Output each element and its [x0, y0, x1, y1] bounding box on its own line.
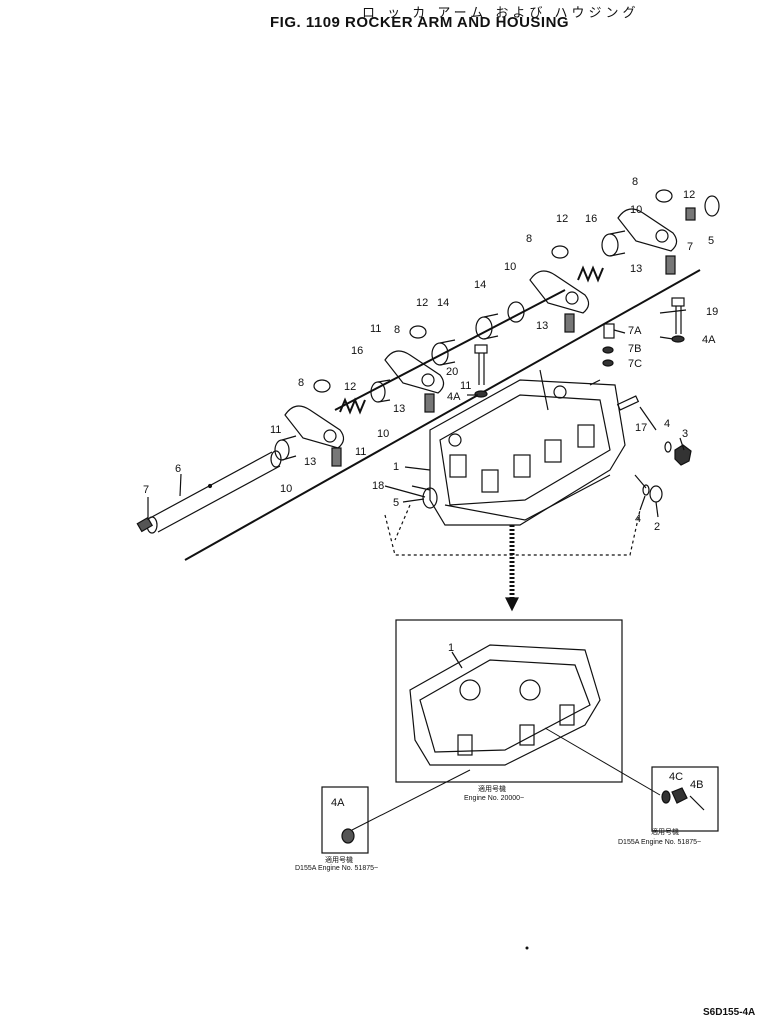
label-18: 19 [706, 306, 718, 318]
label-17: 18 [372, 480, 384, 492]
label-9b: 8 [298, 377, 304, 389]
label-10c: 10 [377, 428, 389, 440]
callout-labels: 8 12 5 7 10 16 12 8 13 10 14 19 4A 12 14… [143, 176, 718, 654]
label-20b: 4A [447, 391, 461, 403]
inset-4bc-caption-jp: 適用号機 [651, 827, 679, 836]
label-8b: 8 [394, 324, 400, 336]
label-7b-left: 7 [143, 484, 149, 496]
label-20: 4A [702, 334, 716, 346]
label-13: 13 [630, 263, 642, 275]
label-7c: 7C [628, 358, 642, 370]
inset-4a-label: 4A [331, 797, 345, 809]
label-7b: 7B [628, 343, 641, 355]
label-1b: 1 [448, 642, 454, 654]
figure-title: FIG. 1109 ROCKER ARM AND HOUSING [270, 14, 570, 31]
label-11c: 11 [270, 424, 281, 436]
inset-4a-caption-en: D155A Engine No. 51875~ [295, 865, 378, 872]
spring-left [339, 397, 366, 415]
down-arrow [505, 525, 519, 612]
label-4b: 4 [635, 513, 641, 525]
inset-housing-box [395, 619, 623, 783]
label-10b: 10 [504, 261, 516, 273]
label-10: 10 [630, 204, 642, 216]
rocker-housing [429, 369, 626, 526]
rocker-shaft [146, 450, 282, 534]
label-1: 1 [393, 461, 399, 473]
label-8: 8 [526, 233, 532, 245]
label-12c: 12 [416, 297, 428, 309]
inset-4a-box [321, 769, 471, 854]
label-9: 8 [632, 176, 638, 188]
label-19: 20 [446, 366, 458, 378]
rocker-arm-left [274, 379, 345, 467]
label-6: 6 [175, 463, 181, 475]
label-11d: 11 [355, 446, 366, 458]
label-12d: 12 [344, 381, 356, 393]
spring-right [577, 265, 604, 283]
bolt-19 [474, 344, 488, 398]
inset-4b-label: 4B [690, 779, 703, 791]
label-7: 7 [687, 241, 693, 253]
label-13c: 13 [393, 403, 405, 415]
inset-4a-caption-jp: 適用号機 [325, 855, 353, 864]
label-4: 4 [664, 418, 670, 430]
label-16: 17 [635, 422, 647, 434]
label-7a: 7A [628, 325, 642, 337]
label-5b: 5 [393, 497, 399, 509]
label-13b: 13 [536, 320, 548, 332]
label-12: 12 [683, 189, 695, 201]
rocker-arm-center-right [529, 270, 590, 333]
label-15: 16 [585, 213, 597, 225]
label-11b: 11 [460, 380, 471, 392]
rocker-arm-right [617, 208, 678, 275]
inset-4c-label: 4C [669, 771, 683, 783]
inset-4bc-box [544, 727, 719, 832]
bolt-18 [671, 297, 685, 343]
title-japanese: ロ ッ カ アーム および ハウジング [362, 6, 640, 21]
label-14b: 14 [437, 297, 449, 309]
label-11: 11 [370, 323, 381, 335]
label-10d: 10 [280, 483, 292, 495]
inset-main-caption-jp: 適用号機 [478, 784, 506, 793]
label-12b: 12 [556, 213, 568, 225]
label-15b: 16 [351, 345, 363, 357]
inset-main-caption-en: Engine No. 20000~ [464, 795, 524, 802]
label-3: 3 [682, 428, 688, 440]
label-5: 5 [708, 235, 714, 247]
label-13d: 13 [304, 456, 316, 468]
label-14: 14 [474, 279, 486, 291]
drawing-code: S6D155-4A [703, 1007, 756, 1018]
rocker-arm-center-left [384, 350, 445, 413]
label-2: 2 [654, 521, 660, 533]
inset-4bc-caption-en: D155A Engine No. 51875~ [618, 839, 701, 846]
